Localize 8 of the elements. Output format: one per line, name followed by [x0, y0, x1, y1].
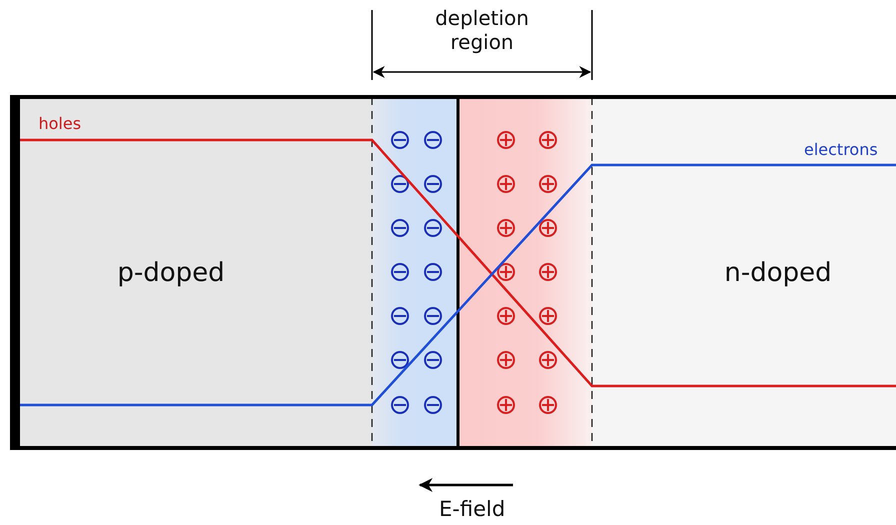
region-label: p-doped — [117, 258, 225, 288]
region-label: n-doped — [724, 258, 832, 288]
semiconductor-region — [592, 97, 896, 448]
curve-label: electrons — [804, 140, 878, 159]
dimension-label: depletion region — [434, 6, 530, 54]
curve-label: holes — [38, 114, 82, 133]
field-label: E-field — [439, 497, 506, 521]
semiconductor-region — [20, 97, 372, 448]
